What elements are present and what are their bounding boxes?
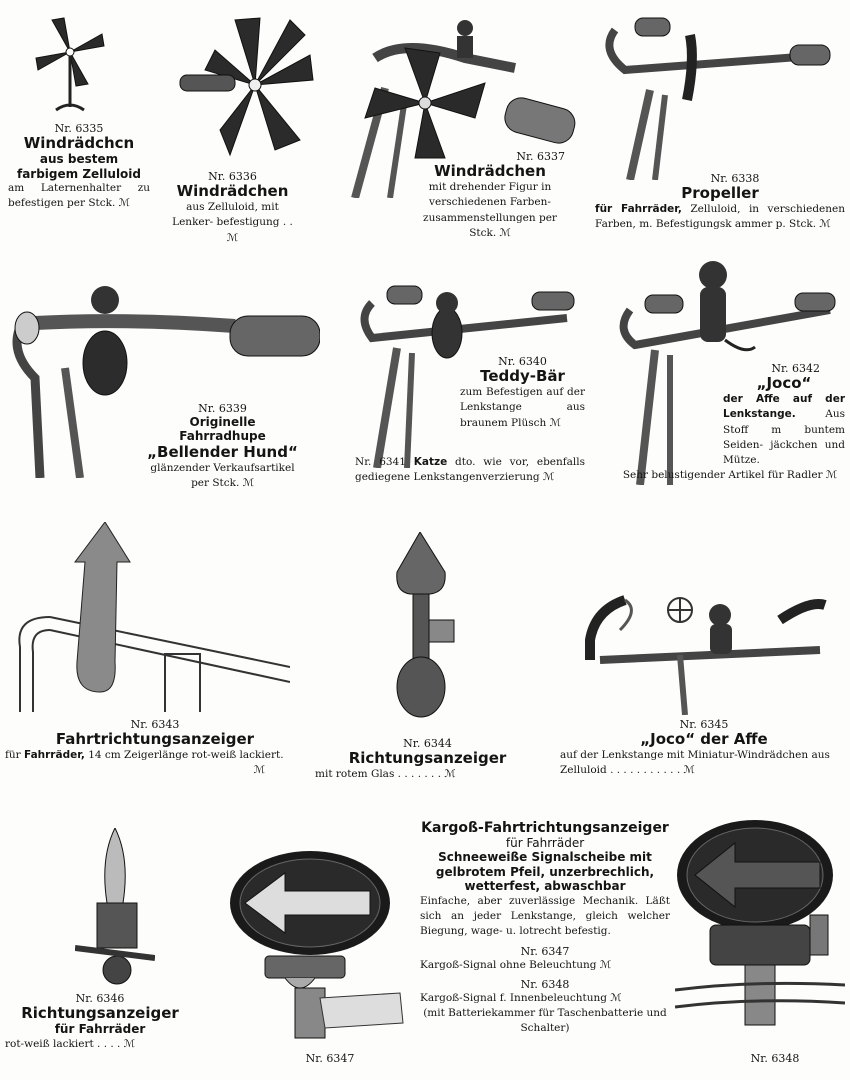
item-title: Fahrtrichtungsanzeiger [55, 730, 255, 748]
item-number: Nr. 6342 [771, 362, 820, 375]
item-description-2: Sehr belustigender Artikel für Radler ℳ [622, 469, 838, 482]
item-description: am Laternenhalter zu befestigen per Stck… [8, 182, 150, 210]
item-6337: Nr. 6337 Windrädchen mit drehender Figur… [415, 150, 565, 241]
item-description: mit rotem Glas . . . . . . . ℳ [315, 768, 456, 781]
direction-indicator-6343-illustration [5, 522, 290, 712]
item-6339: Nr. 6339 Originelle Fahrradhupe „Bellend… [145, 402, 300, 491]
item-title: „Joco“ der Affe [640, 730, 768, 748]
kargoss-variant-1-number: Nr. 6347 [520, 945, 570, 959]
kargoss-signal-6347-illustration [225, 848, 405, 1048]
currency-symbol: ℳ [549, 416, 561, 429]
currency-symbol: ℳ [825, 469, 838, 482]
direction-indicator-6346-illustration [75, 828, 155, 993]
kargoss-headline: Schneeweiße Signalscheibe mit gelbrotem … [435, 850, 655, 894]
item-number: Nr. 6343 [130, 718, 180, 731]
currency-symbol: ℳ [819, 218, 831, 231]
item-title: Richtungsanzeiger [348, 749, 507, 767]
item-6347-caption: Nr. 6347 [280, 1052, 380, 1065]
item-description: aus Zelluloid, mit Lenker- befestigung .… [172, 201, 293, 244]
item-number: Nr. 6344 [403, 737, 452, 750]
item-description: für Fahrräder, Zelluloid, in verschieden… [595, 203, 845, 231]
currency-symbol: ℳ [599, 959, 612, 972]
currency-symbol: ℳ [444, 768, 456, 781]
item-description: rot-weiß lackiert . . . . ℳ [5, 1037, 135, 1050]
item-6338: Nr. 6338 Propeller für Fahrräder, Zellul… [595, 172, 845, 233]
item-number: Nr. 6348 [750, 1052, 800, 1065]
item-number: Nr. 6341 [355, 456, 406, 468]
kargoss-variant-2-description: Kargoß-Signal f. Innenbeleuchtung ℳ [420, 991, 622, 1004]
item-6335: Nr. 6335 Windrädchcn aus bestem farbigem… [8, 122, 150, 211]
item-subtitle: für Fahrräder [54, 1022, 146, 1037]
propeller-6338-illustration [595, 10, 835, 180]
currency-symbol: ℳ [499, 226, 511, 239]
item-title: Windrädchen [176, 182, 289, 200]
item-description: zum Befestigen auf der Lenkstange aus br… [460, 386, 585, 429]
pinwheel-6336-illustration [175, 10, 315, 160]
joco-monkey-6342-illustration [615, 255, 840, 485]
item-number: Nr. 6345 [679, 718, 729, 731]
item-title: Katze [413, 456, 448, 468]
item-description: auf der Lenkstange mit Miniatur-Windrädc… [560, 749, 830, 777]
currency-symbol: ℳ [242, 477, 254, 490]
item-6340: Nr. 6340 Teddy-Bär zum Befestigen auf de… [460, 355, 585, 431]
pinwheel-6335-illustration [30, 12, 110, 117]
currency-symbol: ℳ [610, 991, 622, 1004]
currency-symbol: ℳ [253, 764, 265, 777]
item-6341: Nr. 6341 Katze dto. wie vor, ebenfalls g… [355, 455, 585, 485]
kargoss-signal-6348-illustration [675, 815, 845, 1045]
joco-pinwheel-6345-illustration [580, 580, 830, 715]
item-number: Nr. 6346 [75, 992, 125, 1005]
item-title: Windrädchcn [23, 134, 135, 152]
kargoss-variant-2-number: Nr. 6348 [520, 977, 570, 991]
kargoss-description: Kargoß-Fahrtrichtungsanzeiger für Fahrrä… [420, 820, 670, 1036]
item-title: Propeller [681, 184, 759, 202]
item-title: Richtungsanzeiger [21, 1004, 179, 1022]
kargoss-variant-1-description: Kargoß-Signal ohne Beleuchtung ℳ [420, 959, 612, 972]
item-title: Windrädchen [434, 162, 546, 180]
item-number: Nr. 6335 [54, 122, 104, 135]
item-6348-caption: Nr. 6348 [725, 1052, 825, 1065]
item-description: Nr. 6341 Katze dto. wie vor, ebenfalls g… [355, 456, 586, 484]
currency-symbol: ℳ [118, 197, 130, 210]
item-number: Nr. 6337 [516, 150, 565, 163]
direction-indicator-6344-illustration [385, 532, 465, 722]
kargoss-title: Kargoß-Fahrtrichtungsanzeiger [421, 820, 669, 836]
item-title: „Bellender Hund“ [147, 442, 298, 461]
currency-symbol: ℳ [123, 1037, 135, 1050]
item-number: Nr. 6339 [198, 402, 247, 415]
item-subtitle: aus bestem farbigem Zelluloid [16, 152, 142, 181]
pinwheel-figure-6337-illustration [345, 8, 580, 198]
item-number: Nr. 6340 [498, 355, 547, 368]
item-6343: Nr. 6343 Fahrtrichtungsanzeiger für Fahr… [5, 718, 305, 779]
item-description: für Fahrräder, 14 cm Zeigerlänge rot-wei… [5, 749, 284, 762]
item-6336: Nr. 6336 Windrädchen aus Zelluloid, mit … [170, 170, 295, 246]
item-description: der Affe auf der Lenkstange. Aus Stoff m… [723, 393, 845, 467]
item-description: glänzender Verkaufsartikel per Stck. ℳ [150, 462, 295, 490]
item-title: „Joco“ [756, 374, 812, 392]
item-6344: Nr. 6344 Richtungsanzeiger mit rotem Gla… [315, 737, 540, 782]
item-subtitle: Originelle Fahrradhupe [179, 415, 266, 444]
item-number: Nr. 6338 [710, 172, 760, 185]
item-title: Teddy-Bär [480, 367, 565, 385]
teddy-bear-6340-illustration [352, 278, 582, 468]
item-6345: Nr. 6345 „Joco“ der Affe auf der Lenksta… [560, 718, 848, 779]
kargoss-subtitle: für Fahrräder [505, 836, 585, 851]
item-number: Nr. 6336 [208, 170, 257, 183]
dog-horn-6339-illustration [5, 278, 320, 478]
currency-symbol: ℳ [543, 471, 555, 484]
item-description: mit drehender Figur in verschiedenen Far… [423, 181, 557, 239]
currency-symbol: ℳ [226, 231, 239, 244]
item-6342: Nr. 6342 „Joco“ der Affe auf der Lenksta… [615, 362, 845, 484]
currency-symbol: ℳ [683, 764, 695, 777]
item-number: Nr. 6347 [305, 1052, 355, 1065]
kargoss-description-text: Einfache, aber zuverlässige Mechanik. Lä… [420, 894, 670, 938]
kargoss-variant-2-note: (mit Batteriekammer für Taschenbatterie … [423, 1006, 667, 1034]
item-6346: Nr. 6346 Richtungsanzeiger für Fahrräder… [5, 992, 195, 1052]
